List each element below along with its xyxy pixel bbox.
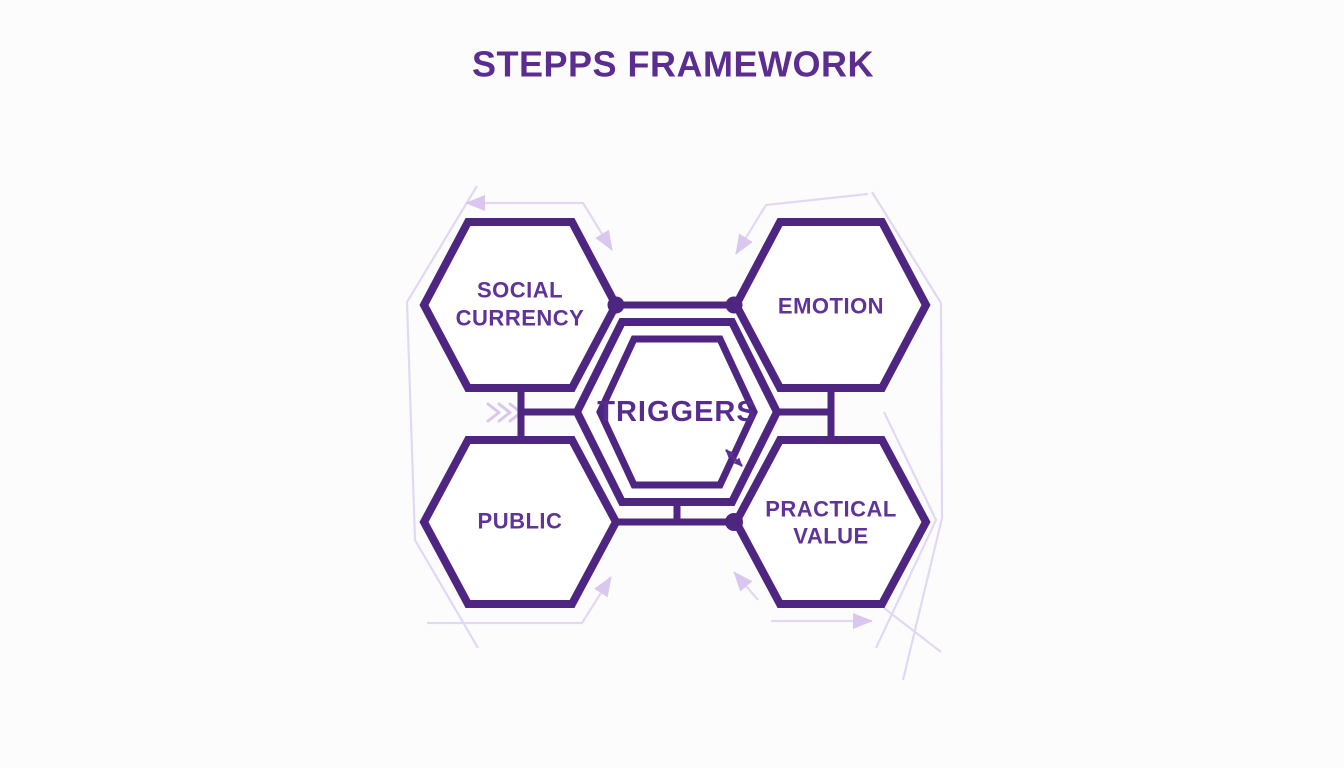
connectors xyxy=(517,301,835,526)
junction-dot-emotion xyxy=(725,296,743,314)
bottom-center-up-arrow-decoration xyxy=(733,571,759,601)
junction-dot-practical-value xyxy=(725,513,743,531)
double-arrow-icon xyxy=(725,449,743,467)
bottom-left-arrow-decoration xyxy=(427,576,612,625)
right-outline-decoration xyxy=(871,191,944,681)
background-decorations xyxy=(405,185,944,681)
label-triggers: TRIGGERS xyxy=(597,396,756,428)
page-title: STEPPS FRAMEWORK xyxy=(472,44,874,85)
left-outline-decoration xyxy=(405,185,479,649)
right-chevron-decoration xyxy=(875,411,938,649)
hexagon-triggers-inner xyxy=(596,335,758,489)
top-left-arrow-decoration xyxy=(465,195,613,251)
label-public: PUBLIC xyxy=(478,509,563,534)
label-emotion: EMOTION xyxy=(778,294,884,319)
hexagon-public xyxy=(419,436,621,608)
junction-dots xyxy=(607,296,743,531)
hexagon-practical-value xyxy=(731,436,931,608)
hexagon-nodes xyxy=(419,218,931,608)
label-practical-value-line2: VALUE xyxy=(793,524,868,549)
label-practical-value-line1: PRACTICAL xyxy=(765,497,897,522)
junction-dot-social-currency xyxy=(607,296,625,314)
node-labels: SOCIAL CURRENCY EMOTION PUBLIC PRACTICAL… xyxy=(456,278,897,549)
triple-chevron-icon xyxy=(486,402,523,423)
label-social-currency-line2: CURRENCY xyxy=(456,306,585,331)
hexagon-emotion xyxy=(731,218,931,392)
emotion-arrow-decoration xyxy=(735,192,869,255)
label-social-currency-line1: SOCIAL xyxy=(477,278,563,303)
bottom-right-diagonal-decoration xyxy=(883,607,942,653)
